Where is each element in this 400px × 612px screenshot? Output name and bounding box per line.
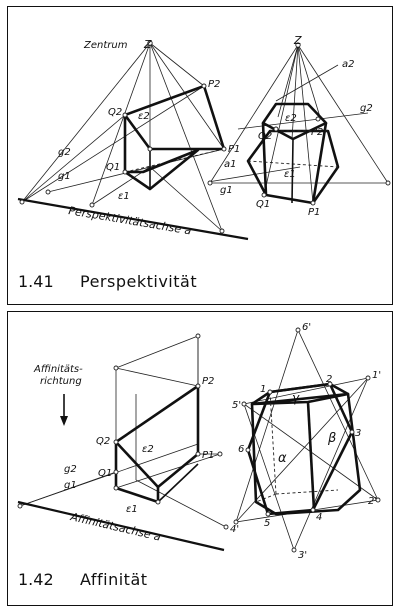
- label-q1-affin: Q1: [98, 468, 112, 479]
- label-6-prime: 6': [302, 322, 311, 333]
- label-q2-right: Q2: [258, 131, 272, 142]
- label-1-prime: 1': [372, 370, 381, 381]
- label-g2-affin: g2: [64, 464, 77, 475]
- label-1: 1: [260, 384, 266, 395]
- label-perspektivitaetsachse: Perspektivitätsachse a: [68, 204, 193, 237]
- label-4: 4: [316, 512, 322, 523]
- label-g1-affin: g1: [64, 480, 77, 491]
- label-2: 2: [326, 374, 332, 385]
- label-3-prime: 3': [298, 550, 307, 561]
- affinity-left-drawing: [17, 333, 229, 552]
- label-g2-right: g2: [360, 103, 373, 114]
- affinity-diagram: Affinitäts- richtung P2 Q2 ε2 P1 Q1 g2 g…: [17, 322, 381, 561]
- label-epsilon2-right: ε2: [285, 113, 297, 124]
- figure-title-perspektivitaet: Perspektivität: [80, 272, 198, 291]
- label-3: 3: [355, 428, 361, 439]
- perspectivity-diagram: Zentrum Z P2 Q2 ε2 Q1 P1 g2 g1 ε1 Perspe…: [17, 34, 391, 241]
- label-p2-affin: P2: [202, 376, 214, 387]
- label-epsilon2-affin: ε2: [142, 444, 154, 455]
- label-p1-right: P1: [308, 207, 320, 218]
- affinity-right-drawing: [233, 327, 381, 553]
- label-z-right: Z: [293, 34, 302, 47]
- label-p2-left: P2: [208, 79, 220, 90]
- label-q1-right: Q1: [256, 199, 270, 210]
- label-alpha: α: [278, 451, 287, 466]
- label-g1-left: g1: [58, 171, 71, 182]
- label-q2-affin: Q2: [96, 436, 110, 447]
- label-beta: β: [327, 431, 336, 446]
- label-q2-left: Q2: [108, 107, 122, 118]
- figure-number-1-42: 1.42: [18, 570, 54, 589]
- label-epsilon1-right: ε1: [284, 169, 296, 180]
- label-g2-left: g2: [58, 147, 71, 158]
- label-zentrum: Zentrum: [83, 40, 128, 51]
- label-2-prime: 2': [368, 496, 377, 507]
- label-5-prime: 5': [232, 400, 241, 411]
- label-affinitaets: Affinitäts-: [33, 364, 83, 375]
- label-5: 5: [264, 518, 270, 529]
- perspectivity-left-drawing: [17, 40, 249, 241]
- figure-panel-affinitaet: Affinitäts- richtung P2 Q2 ε2 P1 Q1 g2 g…: [7, 311, 393, 606]
- figure-title-affinitaet: Affinität: [80, 570, 148, 589]
- label-affinitaetsachse: Affinitätsachse a: [68, 510, 162, 544]
- label-p2-right: P2: [311, 127, 323, 138]
- direction-arrow-icon: [60, 416, 68, 426]
- label-z-left: Z: [143, 38, 152, 51]
- perspectivity-right-drawing: [207, 42, 391, 206]
- label-q1-left: Q1: [106, 162, 120, 173]
- label-6: 6: [238, 444, 244, 455]
- figure-panel-perspektivitaet: Zentrum Z P2 Q2 ε2 Q1 P1 g2 g1 ε1 Perspe…: [7, 6, 393, 305]
- label-gamma: γ: [292, 391, 300, 405]
- label-epsilon1-affin: ε1: [126, 504, 138, 515]
- label-p1-left: P1: [228, 144, 240, 155]
- figure-number-1-41: 1.41: [18, 272, 54, 291]
- label-a1-right: a1: [224, 159, 237, 170]
- label-richtung: richtung: [40, 376, 82, 387]
- label-p1-affin: P1: [202, 450, 214, 461]
- label-4-prime: 4': [230, 524, 239, 535]
- label-g1-right: g1: [220, 185, 233, 196]
- label-epsilon1-left: ε1: [118, 191, 130, 202]
- label-a2-right: a2: [342, 59, 355, 70]
- label-epsilon2-left: ε2: [138, 111, 150, 122]
